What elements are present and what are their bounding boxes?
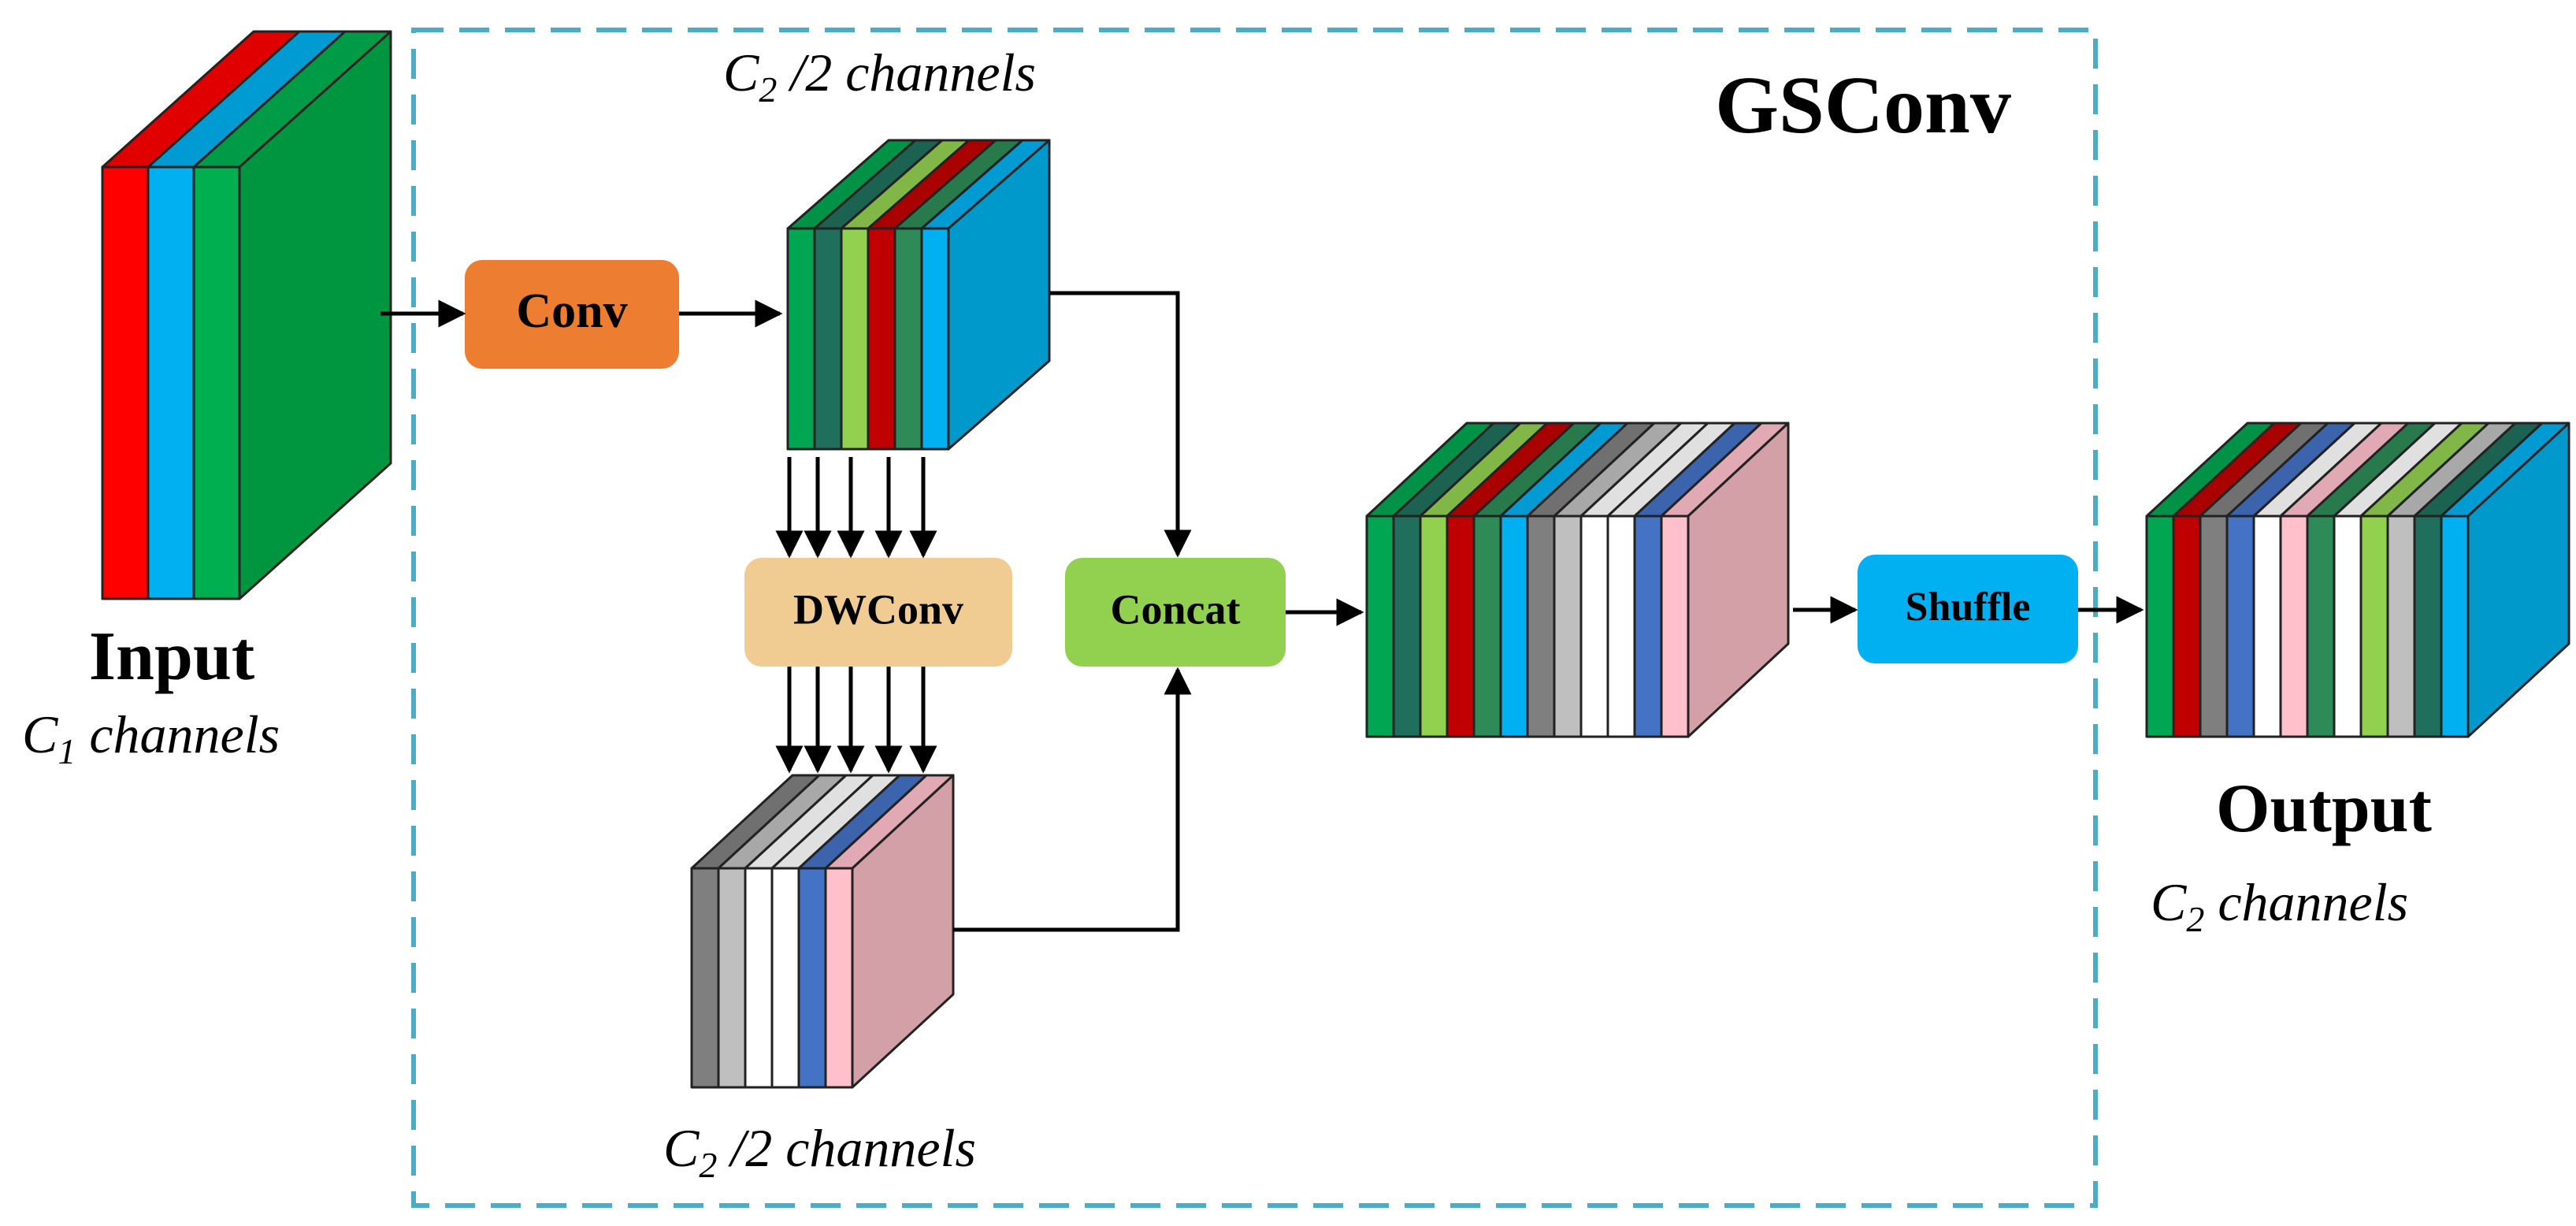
tensor-front-0 bbox=[690, 867, 720, 1089]
tensor-front-2 bbox=[2199, 515, 2229, 738]
tensor-front-0 bbox=[786, 227, 816, 451]
tensor-front-3 bbox=[867, 227, 896, 451]
tensor-front-10 bbox=[1633, 515, 1663, 738]
tensor-front-3 bbox=[770, 867, 800, 1089]
arrows bbox=[380, 291, 2144, 932]
tensor-front-1 bbox=[147, 165, 195, 600]
tensor-front-1 bbox=[813, 227, 843, 451]
concat-output-tensor bbox=[1365, 422, 1790, 738]
tensor-front-5 bbox=[2279, 515, 2309, 738]
tensor-front-3 bbox=[2225, 515, 2255, 738]
tensor-front-2 bbox=[1419, 515, 1449, 738]
gsconv-title: GSConv bbox=[1715, 60, 2011, 150]
output-tensor bbox=[2145, 422, 2570, 738]
tensor-front-4 bbox=[893, 227, 923, 451]
arrow-dw-tensor-to-concat bbox=[953, 667, 1192, 932]
tensor-front-0 bbox=[1365, 515, 1395, 738]
output-channels: C2 channels bbox=[2151, 872, 2408, 939]
bottom-half-channels: C2 /2 channels bbox=[663, 1118, 976, 1185]
conv-label: Conv bbox=[516, 284, 627, 338]
input-tensor bbox=[101, 30, 392, 600]
tensor-front-10 bbox=[2413, 515, 2443, 738]
dwconv-box: DWConv bbox=[744, 558, 1012, 667]
input-channels: C1 channels bbox=[22, 704, 280, 771]
tensor-front-1 bbox=[2172, 515, 2202, 738]
tensor-front-11 bbox=[2440, 515, 2470, 738]
tensor-front-1 bbox=[1392, 515, 1422, 738]
tensor-front-4 bbox=[797, 867, 827, 1089]
tensor-front-5 bbox=[824, 867, 854, 1089]
arrows-from-dwconv bbox=[775, 667, 937, 774]
tensor-front-6 bbox=[2306, 515, 2336, 738]
dwconv-output-tensor bbox=[690, 774, 955, 1089]
tensor-front-3 bbox=[1446, 515, 1475, 738]
tensor-front-7 bbox=[2333, 515, 2363, 738]
tensor-front-5 bbox=[1499, 515, 1529, 738]
tensor-front-11 bbox=[1660, 515, 1690, 738]
arrow-conv-tensor-to-concat bbox=[1050, 291, 1192, 558]
tensor-front-6 bbox=[1526, 515, 1556, 738]
tensor-front-0 bbox=[2145, 515, 2175, 738]
gsconv-frame bbox=[411, 28, 2098, 1208]
concat-label: Concat bbox=[1111, 585, 1241, 633]
arrows-to-dwconv bbox=[775, 457, 937, 559]
tensor-front-2 bbox=[192, 165, 241, 600]
tensor-front-9 bbox=[2386, 515, 2416, 738]
tensor-front-5 bbox=[920, 227, 950, 451]
tensor-front-0 bbox=[101, 165, 150, 600]
tensor-front-8 bbox=[1579, 515, 1609, 738]
top-half-channels: C2 /2 channels bbox=[723, 43, 1036, 110]
tensor-front-2 bbox=[840, 227, 870, 451]
conv-output-tensor bbox=[786, 139, 1051, 451]
tensor-front-1 bbox=[717, 867, 747, 1089]
tensor-front-4 bbox=[2252, 515, 2282, 738]
tensor-front-4 bbox=[1472, 515, 1502, 738]
shuffle-box: Shuffle bbox=[1858, 555, 2078, 663]
tensor-front-2 bbox=[744, 867, 774, 1089]
conv-box: Conv bbox=[465, 260, 679, 369]
shuffle-label: Shuffle bbox=[1906, 585, 2031, 630]
dwconv-label: DWConv bbox=[793, 585, 963, 633]
tensor-front-7 bbox=[1553, 515, 1583, 738]
tensor-front-8 bbox=[2359, 515, 2389, 738]
concat-box: Concat bbox=[1065, 558, 1286, 667]
input-label: Input bbox=[89, 619, 254, 695]
output-label: Output bbox=[2216, 771, 2432, 847]
tensor-front-9 bbox=[1606, 515, 1636, 738]
